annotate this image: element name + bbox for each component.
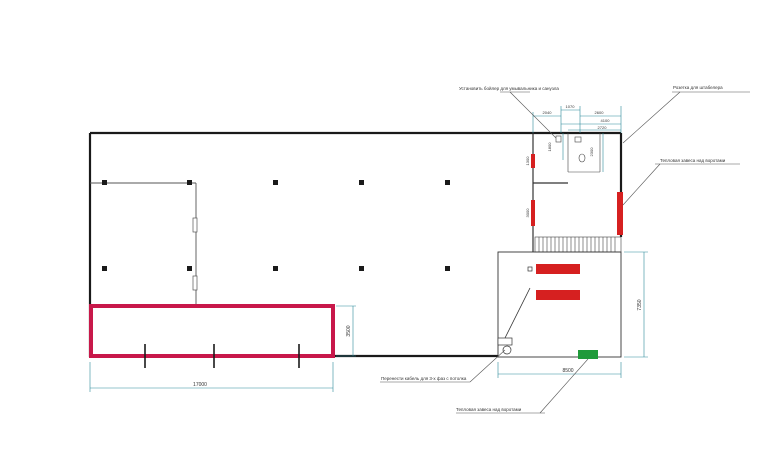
dim-v-2: 2300	[589, 147, 594, 157]
dim-width-right: 8500	[562, 368, 573, 374]
dim-top-1: 2040	[543, 110, 553, 115]
door-mark	[192, 275, 198, 291]
dim-v-4: 3000	[525, 208, 530, 218]
dim-v-1: 1800	[547, 142, 552, 152]
toilet-icon	[578, 153, 586, 163]
column	[273, 180, 278, 185]
column	[102, 180, 107, 185]
red-unit	[536, 290, 580, 300]
cable-reel-icon	[502, 345, 512, 355]
column	[359, 180, 364, 185]
boiler-icon	[555, 135, 562, 143]
column	[445, 266, 450, 271]
column	[359, 266, 364, 271]
red-marker	[531, 200, 535, 226]
dim-v-3: 1300	[525, 156, 530, 166]
small-square-marker	[527, 266, 533, 272]
dimension-lines	[89, 106, 648, 392]
red-marker	[531, 154, 535, 168]
stairs	[534, 236, 622, 253]
door-heater	[617, 192, 623, 235]
drawing-sheet	[40, 22, 740, 452]
annotation-heater-bottom: Тепловая завеса над воротами	[456, 407, 522, 412]
sink-icon	[574, 136, 582, 143]
dim-top-5: 2720	[598, 125, 608, 130]
red-unit	[536, 264, 580, 274]
dim-height-highlight: 3500	[346, 325, 352, 336]
columns	[102, 180, 450, 271]
annotation-boiler: Установить бойлер для умывальника и сану…	[459, 85, 559, 91]
dim-top-3: 2600	[595, 110, 605, 115]
dim-top-2: 1070	[566, 104, 576, 109]
dim-width-highlight: 17000	[193, 382, 207, 388]
column	[102, 266, 107, 271]
inner-room	[90, 182, 198, 305]
dim-height-right: 7350	[637, 299, 643, 310]
red-units	[531, 154, 623, 300]
diagonal-link	[504, 287, 531, 339]
annotation-heater-top: Тепловая завеса над воротами	[660, 158, 726, 163]
annotation-socket: Розетка для штабелера	[673, 85, 723, 90]
column	[273, 266, 278, 271]
column	[187, 266, 192, 271]
sanitary-fixtures	[555, 133, 601, 173]
green-unit	[578, 350, 598, 359]
leader-lines	[380, 91, 750, 414]
column	[187, 180, 192, 185]
annotation-cable: Перенести кабель для 3-х фаз с потолка	[381, 376, 467, 381]
dim-top-4: 4100	[601, 118, 611, 123]
right-partition	[532, 133, 568, 252]
highlight-zone	[89, 304, 335, 358]
cable-junction	[497, 337, 513, 346]
door-mark	[192, 217, 198, 233]
annex-block	[497, 251, 622, 358]
highlight-ticks	[144, 344, 300, 368]
column	[445, 180, 450, 185]
